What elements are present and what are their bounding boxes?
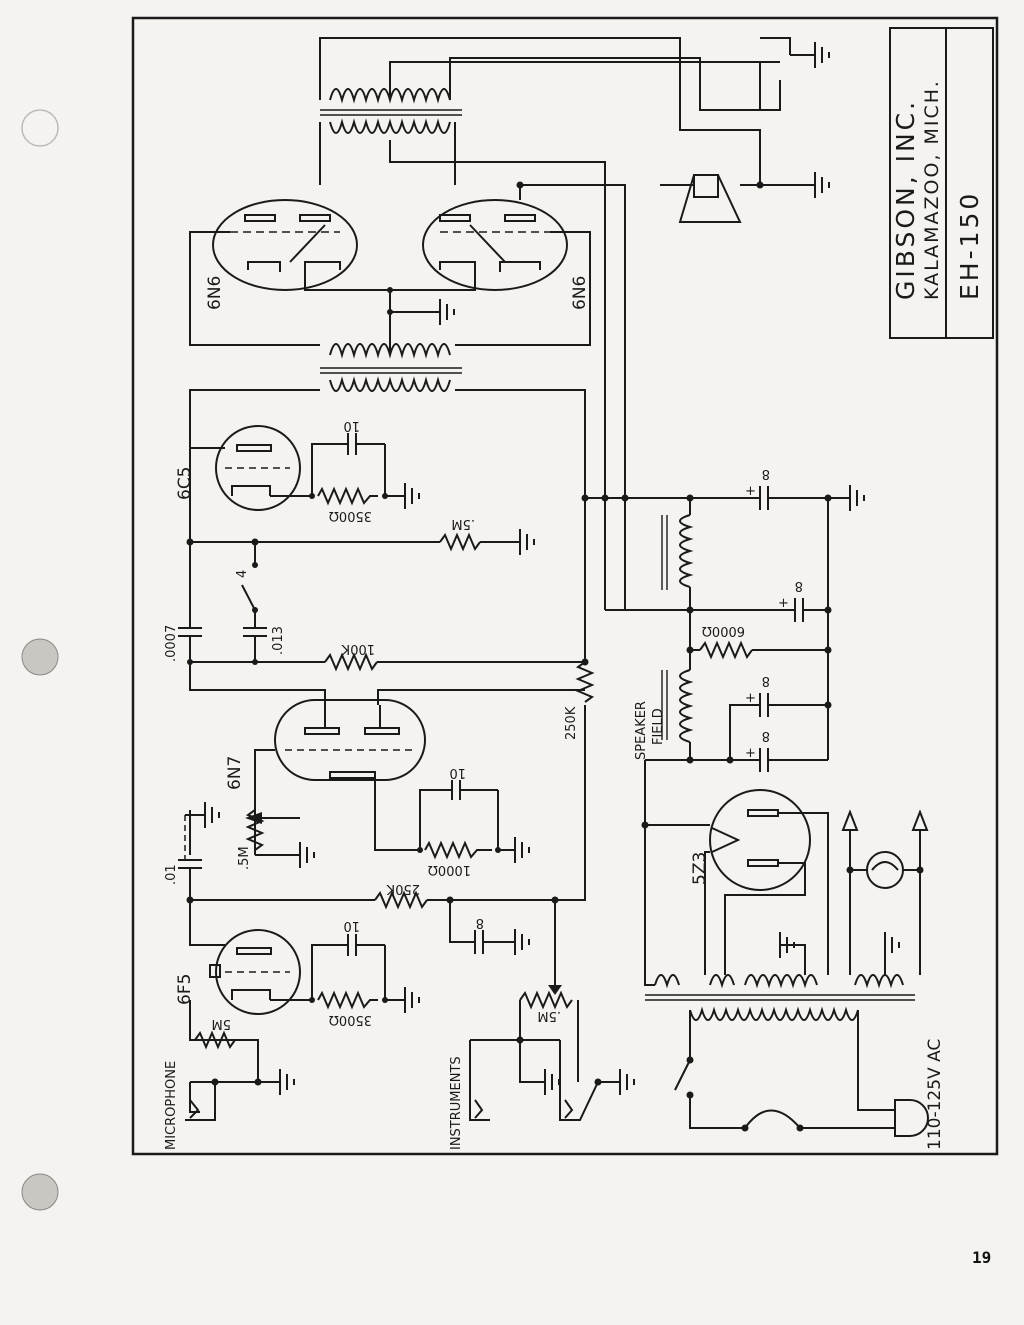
instrument-jack-1[interactable] <box>469 1040 490 1121</box>
plus-b: + <box>778 596 789 611</box>
schematic-border <box>131 16 999 1156</box>
speaker-icon <box>678 174 742 223</box>
label-res-100k: 100K <box>341 641 375 656</box>
ground-icon <box>404 483 420 509</box>
tube-label-5z3: 5Z3 <box>690 852 710 885</box>
punch-hole-bottom <box>21 1173 59 1211</box>
microphone-jack[interactable] <box>185 1082 216 1121</box>
label-mains: 110-125V AC <box>925 1039 945 1150</box>
label-cap-8-b: 8 <box>795 578 803 593</box>
company-location: KALAMAZOO, MICH. <box>921 79 943 300</box>
instrument-jack-2[interactable] <box>559 1040 599 1121</box>
label-res-5m-mic: 5M <box>212 1016 232 1031</box>
label-cap-10-6n7: 10 <box>449 765 466 780</box>
ground-icon <box>514 929 530 955</box>
driver-transformer <box>320 343 462 392</box>
tube-6n6-left <box>212 199 358 291</box>
capacitor-10-6n7 <box>440 780 498 800</box>
label-res-3500-6f5: 3500Ω <box>329 1012 372 1027</box>
label-cap-0007: .0007 <box>164 625 179 662</box>
label-microphone: MICROPHONE <box>164 1061 179 1150</box>
plus-c: + <box>745 691 756 706</box>
capacitor-8-b <box>794 598 804 622</box>
ground-icon <box>204 802 220 828</box>
punch-hole-middle <box>21 638 59 676</box>
capacitor-8-6f5 <box>474 930 484 954</box>
volume-pot-6n7 <box>245 809 300 851</box>
capacitor-01 <box>178 859 202 869</box>
ground-icon <box>849 485 865 511</box>
label-cap-10-6c5: 10 <box>343 418 360 433</box>
label-cap-8-a: 8 <box>762 466 770 481</box>
plus-a: + <box>745 484 756 499</box>
ground-icon <box>404 987 420 1013</box>
label-pot-5m-inst: .5M <box>537 1008 561 1023</box>
tube-6n7 <box>274 699 426 781</box>
capacitor-8-c <box>759 693 769 717</box>
label-res-250k-b: 250K <box>564 706 579 740</box>
tube-5z3 <box>709 789 811 891</box>
model-number: EH-150 <box>955 191 984 300</box>
label-res-250k-a: 250K <box>386 881 420 896</box>
label-res-5m-grid: .5M <box>451 516 475 531</box>
capacitor-8-d <box>759 748 769 772</box>
tube-label-6f5: 6F5 <box>175 974 195 1005</box>
ground-icon <box>779 932 795 958</box>
ground-icon <box>884 932 900 958</box>
label-cap-8-d: 8 <box>762 728 770 743</box>
capacitor-10-6f5 <box>330 934 385 956</box>
ground-icon <box>544 1069 560 1095</box>
page-number: 19 <box>972 1248 991 1267</box>
heater-arrow-icon <box>841 809 859 831</box>
title-block: GIBSON, INC. KALAMAZOO, MICH. EH-150 <box>889 27 994 339</box>
ground-icon <box>619 1069 635 1095</box>
switch-pos-4: 4 <box>235 570 250 578</box>
label-res-6000: 6000Ω <box>702 623 745 638</box>
ground-icon <box>279 1069 295 1095</box>
label-instruments: INSTRUMENTS <box>449 1056 464 1150</box>
ground-icon <box>299 842 315 868</box>
ground-icon <box>439 299 455 325</box>
fuse-icon <box>741 1109 804 1132</box>
power-transformer <box>645 974 915 1021</box>
label-cap-10-6f5: 10 <box>343 918 360 933</box>
label-res-1000: 1000Ω <box>428 862 471 877</box>
label-cap-013: .013 <box>271 626 286 655</box>
label-cap-01: .01 <box>164 864 179 885</box>
tube-6c5 <box>215 425 301 511</box>
tube-label-6n7: 6N7 <box>225 756 245 790</box>
ground-icon <box>814 42 830 68</box>
plus-d: + <box>745 746 756 761</box>
label-speaker: SPEAKER <box>634 701 649 760</box>
label-res-3500-6c5: 3500Ω <box>329 508 372 523</box>
label-cap-8-c: 8 <box>762 673 770 688</box>
volume-pot-instruments <box>519 985 579 1082</box>
label-pot-5m-6n7: .5M <box>237 846 252 870</box>
tube-6f5 <box>209 929 301 1015</box>
label-field: FIELD <box>651 708 666 745</box>
filter-choke <box>661 514 694 590</box>
ground-icon <box>519 529 535 555</box>
ground-icon <box>814 172 830 198</box>
capacitor-8-a <box>759 486 769 510</box>
company-name: GIBSON, INC. <box>891 99 920 300</box>
tube-label-6c5: 6C5 <box>175 466 195 500</box>
tube-label-6n6-left: 6N6 <box>205 276 225 310</box>
ac-plug-icon <box>880 1099 929 1137</box>
tube-label-6n6-right: 6N6 <box>570 276 590 310</box>
heater-arrow-icon <box>911 809 929 831</box>
ground-icon <box>514 837 530 863</box>
capacitor-013 <box>243 627 267 637</box>
capacitor-0007 <box>178 627 202 637</box>
speaker-field-coil <box>661 669 694 743</box>
punch-hole-top <box>21 109 59 147</box>
capacitor-10-6c5 <box>330 433 385 455</box>
tube-6n6-right <box>422 199 568 291</box>
label-cap-8-6f5: 8 <box>476 915 484 930</box>
power-switch[interactable] <box>674 1056 694 1099</box>
